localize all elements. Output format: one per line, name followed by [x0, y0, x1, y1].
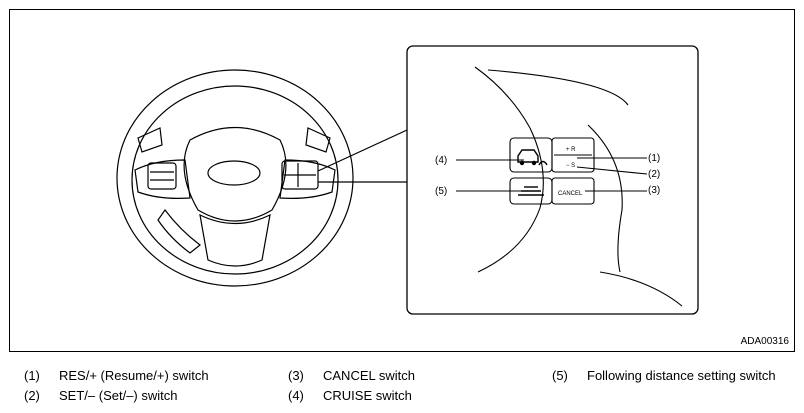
wheel-hub — [183, 126, 287, 222]
legend-number: (4) — [288, 388, 304, 403]
bottom-spoke — [199, 213, 271, 267]
left-paddle — [137, 127, 163, 153]
lower-stalk — [157, 208, 201, 254]
distance-icon — [518, 186, 544, 196]
legend-number: (5) — [552, 368, 568, 383]
res-set-switch-outline — [551, 137, 595, 173]
right-switch-cluster — [281, 160, 319, 190]
wheel-emblem — [207, 160, 261, 186]
zoom-spoke-top — [487, 69, 629, 106]
legend-number: (3) — [288, 368, 304, 383]
steering-wheel — [116, 69, 408, 287]
left-switch-cluster — [147, 162, 177, 190]
steering-wheel-figure: + R − S CANCEL (1) (2) (3) (4) (5) ADA00… — [9, 9, 795, 352]
zoomed-spoke — [456, 66, 683, 307]
zoom-leader-top — [317, 129, 408, 172]
right-spoke — [279, 159, 336, 199]
callout-1: (1) — [648, 153, 661, 164]
diagram-drawing: + R − S CANCEL — [116, 45, 699, 315]
figure-code: ADA00316 — [740, 336, 789, 347]
legend-text: RES/+ (Resume/+) switch — [59, 368, 209, 383]
callout-4: (4) — [435, 155, 448, 166]
legend-number: (1) — [24, 368, 40, 383]
legend-text: CANCEL switch — [323, 368, 415, 383]
wheel-rim-outer — [116, 69, 354, 287]
callout-5: (5) — [435, 186, 448, 197]
cruise-icon — [517, 149, 548, 166]
legend-text: CRUISE switch — [323, 388, 412, 403]
leader-2 — [576, 166, 648, 175]
right-paddle — [305, 127, 331, 153]
legend-text: SET/– (Set/–) switch — [59, 388, 178, 403]
zoom-spoke-lower — [599, 271, 683, 307]
legend-text: Following distance setting switch — [587, 368, 776, 383]
left-spoke — [134, 159, 191, 199]
wheel-rim-inner — [131, 85, 339, 275]
zoom-spoke-right — [587, 124, 623, 273]
set-switch-label: − S — [566, 163, 575, 169]
callout-2: (2) — [648, 169, 661, 180]
callout-3: (3) — [648, 185, 661, 196]
zoom-rim-edge — [474, 66, 544, 273]
cancel-switch-label: CANCEL — [558, 191, 583, 197]
legend-number: (2) — [24, 388, 40, 403]
res-switch-label: + R — [566, 147, 576, 153]
